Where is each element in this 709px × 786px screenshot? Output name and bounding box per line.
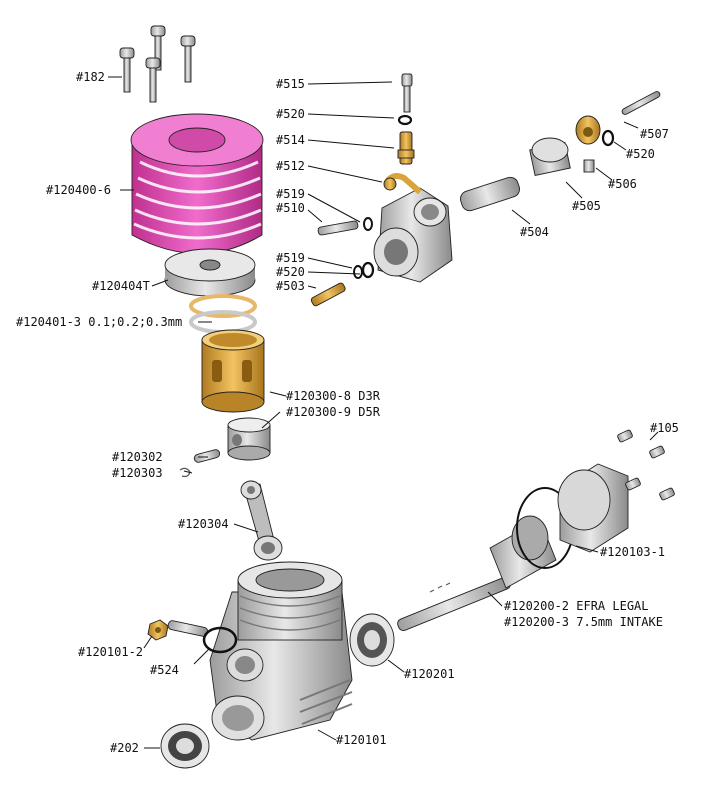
label-120300-8: #120300-8 D3R <box>286 389 381 403</box>
piston <box>227 417 271 461</box>
carb-nut <box>147 619 209 641</box>
needle-503 <box>310 282 346 307</box>
label-519-bottom: #519 <box>276 251 305 265</box>
idle-screw-510 <box>317 220 359 236</box>
crankcase <box>209 561 353 741</box>
o-ring-520-top <box>397 114 413 126</box>
label-120101: #120101 <box>336 733 387 747</box>
screw-icon <box>119 47 135 93</box>
spray-bar-part-506 <box>575 115 601 173</box>
throttle-sleeve-505 <box>529 137 571 176</box>
label-524: #524 <box>150 663 179 677</box>
combustion-insert <box>164 248 256 297</box>
label-120302: #120302 <box>112 450 163 464</box>
label-120300-9: #120300-9 D5R <box>286 405 381 419</box>
o-ring-524 <box>202 626 238 654</box>
rear-bearing <box>160 723 210 769</box>
label-120303: #120303 <box>112 466 163 480</box>
leader-lines <box>108 76 659 749</box>
label-120401-3: #120401-3 0.1;0.2;0.3mm <box>16 315 182 329</box>
wrist-pin <box>193 449 221 463</box>
label-520-mid: #520 <box>276 265 305 279</box>
needle-507 <box>621 91 661 115</box>
o-ring-520-mid <box>361 261 375 279</box>
label-120103-1: #120103-1 <box>600 545 665 559</box>
label-520-top: #520 <box>276 107 305 121</box>
connecting-rod <box>240 480 283 561</box>
label-120101-2: #120101-2 <box>78 645 143 659</box>
screw-icon <box>145 57 161 103</box>
label-202: #202 <box>110 741 139 755</box>
label-512: #512 <box>276 159 305 173</box>
fuel-tube-504 <box>460 176 520 212</box>
o-ring-519-a <box>363 217 373 231</box>
label-120304: #120304 <box>178 517 229 531</box>
screw-icon <box>617 429 633 443</box>
cylinder-sleeve <box>201 329 265 413</box>
label-105: #105 <box>650 421 679 435</box>
label-120200-3: #120200-3 7.5mm INTAKE <box>504 615 663 629</box>
label-503: #503 <box>276 279 305 293</box>
label-120200-2: #120200-2 EFRA LEGAL <box>504 599 649 613</box>
label-120400-6: #120400-6 <box>46 183 111 197</box>
screw-icon <box>150 25 166 71</box>
screw-icon <box>659 487 675 501</box>
label-120201: #120201 <box>404 667 455 681</box>
label-506: #506 <box>608 177 637 191</box>
label-505: #505 <box>572 199 601 213</box>
screw-icon <box>625 477 641 491</box>
label-519-top: #519 <box>276 187 305 201</box>
label-520-right: #520 <box>626 147 655 161</box>
backplate-screws <box>617 429 675 501</box>
screw-icon <box>180 35 196 83</box>
o-ring-519-b <box>353 265 363 279</box>
cylinder-head <box>130 113 264 254</box>
head-shims <box>189 294 257 334</box>
banjo-512 <box>383 173 422 195</box>
o-ring-520-right <box>601 129 615 147</box>
brass-fitting-514 <box>397 131 415 165</box>
backplate <box>557 463 629 553</box>
label-510: #510 <box>276 201 305 215</box>
label-514: #514 <box>276 133 305 147</box>
carburetor-body <box>373 187 453 283</box>
label-120404t: #120404T <box>92 279 150 293</box>
front-bearing <box>349 613 395 667</box>
head-screws <box>119 25 196 103</box>
label-507: #507 <box>640 127 669 141</box>
screw-icon <box>649 445 665 459</box>
label-515: #515 <box>276 77 305 91</box>
label-504: #504 <box>520 225 549 239</box>
fuel-nipple-515 <box>401 73 413 113</box>
label-182: #182 <box>76 70 105 84</box>
